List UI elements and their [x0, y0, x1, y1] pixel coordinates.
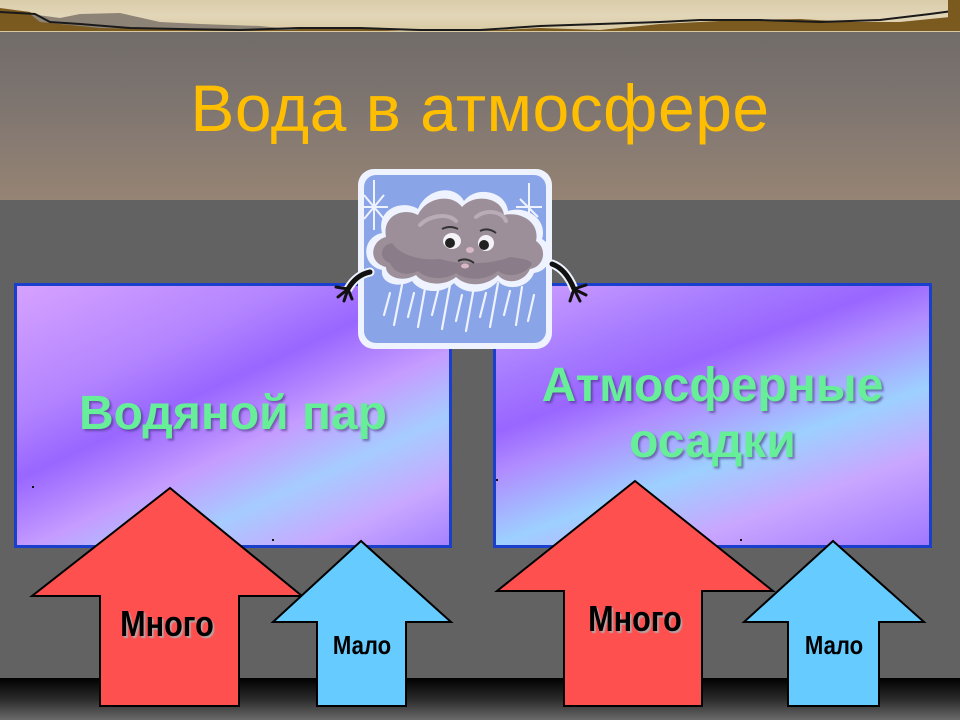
arrow-few-left-label: Мало — [332, 630, 392, 660]
arrow-up-icon — [29, 486, 305, 707]
rain-cloud-illustration — [330, 165, 600, 350]
arrow-many-right-label: Много — [588, 598, 682, 639]
speck — [740, 539, 742, 541]
rain-cloud-icon — [334, 169, 588, 349]
slide-title: Вода в атмосфере — [190, 71, 770, 145]
arrow-up-icon — [494, 479, 776, 707]
speck — [272, 539, 274, 541]
arrow-many-left: Много — [29, 486, 305, 707]
panel-precipitation-line2: осадки — [629, 415, 796, 468]
arrow-up-icon — [270, 539, 454, 707]
arrow-many-left-label: Много — [120, 603, 214, 644]
panel-precipitation-label: Атмосферные осадки — [496, 358, 929, 470]
panel-water-vapor: Водяной пар — [14, 283, 452, 548]
banner-edge-decoration — [0, 0, 960, 32]
arrow-few-right: Мало — [741, 539, 927, 708]
speck — [496, 479, 498, 481]
speck — [32, 486, 34, 488]
arrow-up-icon — [741, 539, 927, 707]
panel-water-vapor-label: Водяной пар — [79, 387, 387, 440]
panel-precipitation: Атмосферные осадки — [493, 283, 932, 548]
arrow-few-right-label: Мало — [804, 630, 864, 660]
arrow-many-right: Много — [494, 479, 776, 708]
arrow-few-left: Мало — [270, 539, 454, 708]
panel-precipitation-line1: Атмосферные — [541, 359, 884, 412]
